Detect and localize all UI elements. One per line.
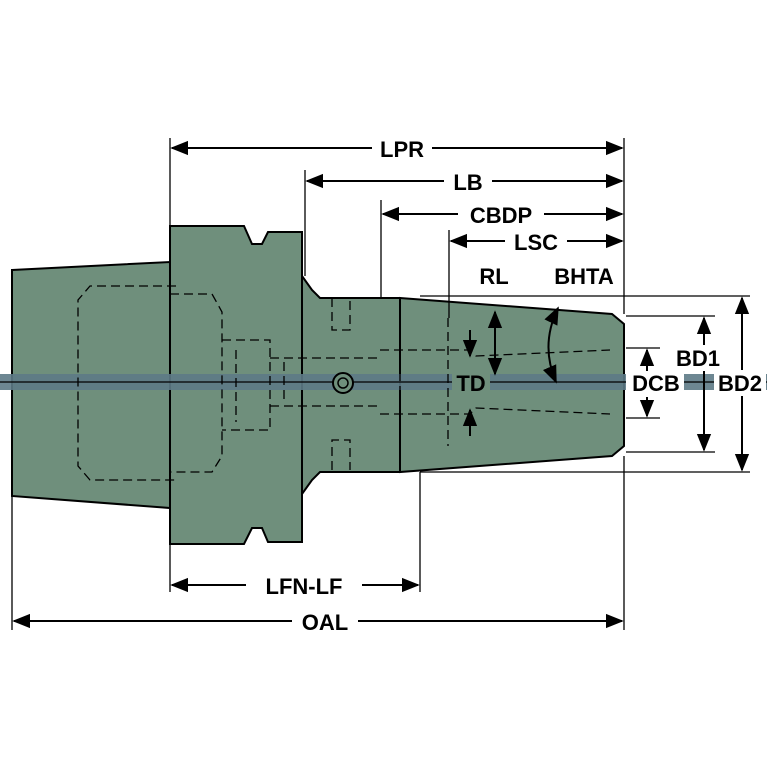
label-cbdp: CBDP bbox=[470, 203, 532, 228]
label-bhta: BHTA bbox=[554, 264, 614, 289]
label-lsc: LSC bbox=[514, 230, 558, 255]
center-hole bbox=[332, 372, 354, 394]
label-dcb: DCB bbox=[632, 371, 680, 396]
label-bd1: BD1 bbox=[676, 346, 720, 371]
extension-lines bbox=[11, 138, 750, 630]
label-oal: OAL bbox=[302, 610, 348, 635]
dim-bhta bbox=[542, 306, 559, 384]
label-td: TD bbox=[456, 371, 485, 396]
label-lb: LB bbox=[453, 170, 482, 195]
label-rl: RL bbox=[479, 264, 508, 289]
label-lfn-lf: LFN-LF bbox=[266, 574, 343, 599]
labels: LPR LB CBDP LSC RL BHTA BD1 TD DCB BD2 L… bbox=[246, 134, 766, 635]
hidden-lines bbox=[77, 285, 611, 481]
label-bd2: BD2 bbox=[718, 371, 762, 396]
label-lpr: LPR bbox=[380, 137, 424, 162]
